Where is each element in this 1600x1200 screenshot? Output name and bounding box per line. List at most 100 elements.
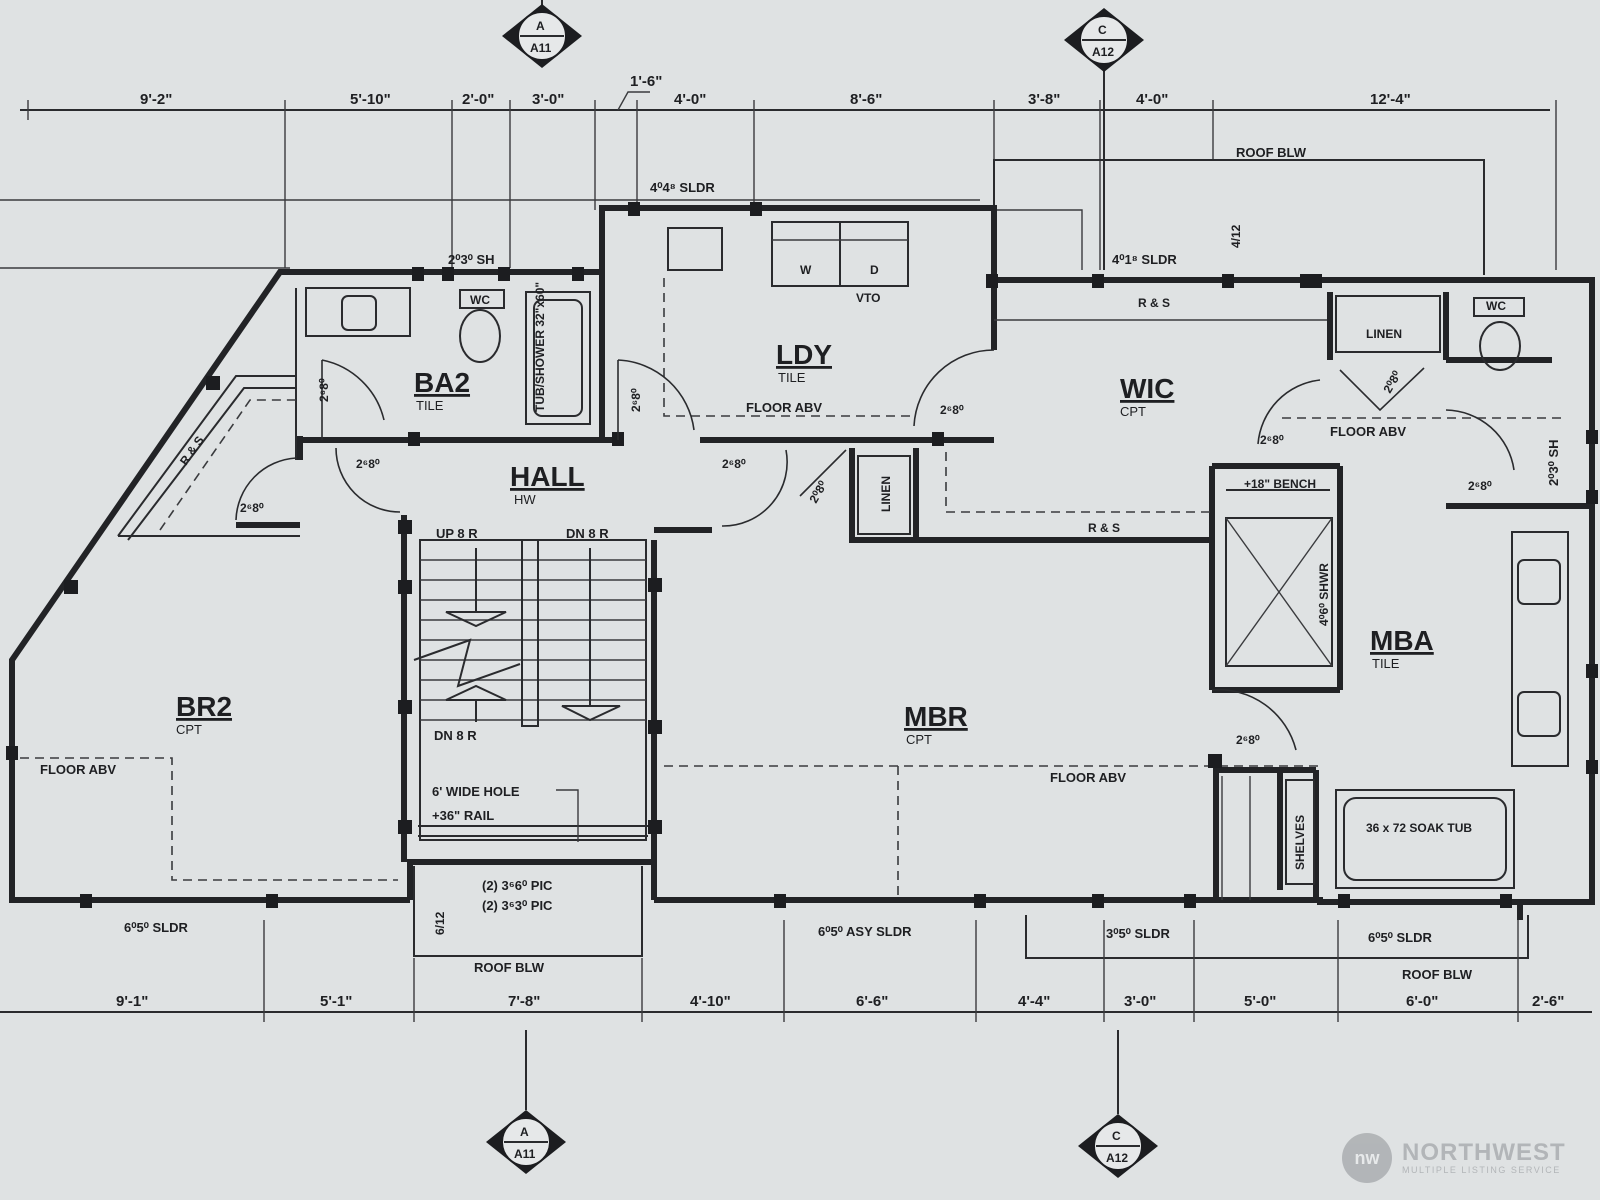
door-swings <box>235 349 1515 751</box>
room-name-mba: MBA <box>1370 625 1434 656</box>
bottom-dim-6: 4'-4" <box>1018 993 1050 1010</box>
door-wic: 2⁶8⁰ <box>940 403 964 417</box>
note-floor-above-ldy: FLOOR ABV <box>746 400 822 415</box>
room-labels: BR2 CPT BA2 TILE LDY TILE HALL HW WIC CP… <box>176 339 1434 747</box>
bottom-dim-1: 9'-1" <box>116 993 148 1010</box>
watermark-brand: NORTHWEST <box>1402 1139 1566 1166</box>
room-finish-wic: CPT <box>1120 404 1146 419</box>
bottom-dim-4: 4'-10" <box>690 993 731 1010</box>
stair-wide-hole: 6' WIDE HOLE <box>432 784 520 799</box>
wic-top-rs: R & S <box>1138 296 1170 310</box>
marker-sheet: A12 <box>1106 1151 1128 1165</box>
top-dim-8: 3'-8" <box>1028 91 1060 108</box>
door-hall-left: 2⁶8⁰ <box>356 457 380 471</box>
stair-rail: +36" RAIL <box>432 808 494 823</box>
note-pic-windows-1: (2) 3⁶6⁰ PIC <box>482 878 553 893</box>
room-name-mbr: MBR <box>904 701 968 732</box>
note-washer: W <box>800 263 812 277</box>
room-finish-mba: TILE <box>1372 656 1400 671</box>
note-ldy-slider: 4⁰4⁸ SLDR <box>650 180 715 195</box>
marker-letter: A <box>520 1125 529 1139</box>
section-marker-a-top: A A11 <box>502 0 582 68</box>
note-dryer: D <box>870 263 879 277</box>
room-finish-mbr: CPT <box>906 732 932 747</box>
roof-below-top: ROOF BLW <box>1236 145 1307 160</box>
northwest-mls-watermark: nw NORTHWEST MULTIPLE LISTING SERVICE <box>1342 1130 1582 1186</box>
note-ba2-window: 2⁰3⁰ SH <box>448 252 495 267</box>
note-hall-linen: LINEN <box>879 476 893 512</box>
note-mba-window: 2⁰3⁰ SH <box>1546 439 1561 486</box>
section-marker-a-bottom: A A11 <box>486 1030 566 1174</box>
wic-bottom-rs: R & S <box>1088 521 1120 535</box>
marker-letter: C <box>1098 23 1107 37</box>
note-pic-windows-2: (2) 3⁶3⁰ PIC <box>482 898 553 913</box>
top-dim-10: 12'-4" <box>1370 91 1411 108</box>
interior-walls: R & S R & S <box>236 272 1592 902</box>
note-floor-above-br2: FLOOR ABV <box>40 762 116 777</box>
marker-sheet: A11 <box>514 1147 536 1161</box>
watermark-subtitle: MULTIPLE LISTING SERVICE <box>1402 1165 1561 1175</box>
note-mba-wc: WC <box>1486 299 1506 313</box>
top-dim-2: 5'-10" <box>350 91 391 108</box>
top-dim-5: 1'-6" <box>630 73 662 90</box>
door-hall-right: 2⁶8⁰ <box>722 457 746 471</box>
roof-pitch-4-12: 4/12 <box>1229 224 1243 248</box>
room-name-wic: WIC <box>1120 373 1174 404</box>
roof-below-mba: ROOF BLW <box>1402 967 1473 982</box>
top-dim-6: 4'-0" <box>674 91 706 108</box>
stair-down-label-bottom: DN 8 R <box>434 728 477 743</box>
top-dim-7: 8'-6" <box>850 91 882 108</box>
note-tub-shower: TUB/SHOWER 32"x60" <box>533 282 547 412</box>
note-shelves: SHELVES <box>1293 815 1307 870</box>
door-mba-left: 2⁶8⁰ <box>1260 433 1284 447</box>
note-mid-slider: 3⁰5⁰ SLDR <box>1106 926 1170 941</box>
marker-sheet: A11 <box>530 41 552 55</box>
stair-down-label-top: DN 8 R <box>566 526 609 541</box>
room-finish-hall: HW <box>514 492 536 507</box>
bottom-dim-9: 6'-0" <box>1406 993 1438 1010</box>
top-dim-1: 9'-2" <box>140 91 172 108</box>
note-vto: VTO <box>856 291 880 305</box>
marker-sheet: A12 <box>1092 45 1114 59</box>
bottom-dim-7: 3'-0" <box>1124 993 1156 1010</box>
note-ba2-wc: WC <box>470 293 490 307</box>
northwest-logo-icon: nw <box>1342 1133 1392 1183</box>
section-marker-c-bottom: C A12 <box>1078 1030 1158 1178</box>
bottom-dim-3: 7'-8" <box>508 993 540 1010</box>
room-name-ldy: LDY <box>776 339 832 370</box>
stair-up-label: UP 8 R <box>436 526 478 541</box>
stair: UP 8 R DN 8 R DN 8 R 6' WIDE HOLE +36" R… <box>413 526 648 842</box>
marker-letter: A <box>536 19 545 33</box>
note-floor-above-mba: FLOOR ABV <box>1330 424 1406 439</box>
bottom-dim-10: 2'-6" <box>1532 993 1564 1010</box>
door-ldy: 2⁶8⁰ <box>629 388 643 412</box>
note-mba-slider: 6⁰5⁰ SLDR <box>1368 930 1432 945</box>
note-shower: 4⁰6⁰ SHWR <box>1317 563 1331 626</box>
wall-posts <box>6 202 1598 908</box>
room-finish-ba2: TILE <box>416 398 444 413</box>
room-name-br2: BR2 <box>176 691 232 722</box>
door-mbr-mba: 2⁶8⁰ <box>1236 733 1260 747</box>
marker-letter: C <box>1112 1129 1121 1143</box>
note-floor-above-mbr: FLOOR ABV <box>1050 770 1126 785</box>
room-finish-ldy: TILE <box>778 370 806 385</box>
note-mba-linen: LINEN <box>1366 327 1402 341</box>
room-finish-br2: CPT <box>176 722 202 737</box>
note-soak-tub: 36 x 72 SOAK TUB <box>1366 821 1472 835</box>
annotations: 4⁰4⁸ SLDR 2⁰3⁰ SH 4⁰1⁸ SLDR 2⁰3⁰ SH TUB/… <box>40 180 1561 945</box>
door-br2-closet: 2⁶8⁰ <box>240 501 264 515</box>
top-dimension-string: 9'-2" 5'-10" 2'-0" 3'-0" 1'-6" 4'-0" 8'-… <box>0 73 1557 270</box>
room-name-ba2: BA2 <box>414 367 470 398</box>
top-dim-3: 2'-0" <box>462 91 494 108</box>
bottom-dim-5: 6'-6" <box>856 993 888 1010</box>
note-wic-slider: 4⁰1⁸ SLDR <box>1112 252 1177 267</box>
roof-below-stair: ROOF BLW <box>474 960 545 975</box>
note-bench: +18" BENCH <box>1244 477 1316 491</box>
door-ba2: 2⁶8⁰ <box>317 378 331 402</box>
note-mbr-slider: 6⁰5⁰ ASY SLDR <box>818 924 912 939</box>
top-dim-4: 3'-0" <box>532 91 564 108</box>
bottom-dimension-string: 9'-1" 5'-1" 7'-8" 4'-10" 6'-6" 4'-4" 3'-… <box>0 920 1592 1022</box>
bottom-dim-8: 5'-0" <box>1244 993 1276 1010</box>
door-mba-wc: 2⁶8⁰ <box>1468 479 1492 493</box>
